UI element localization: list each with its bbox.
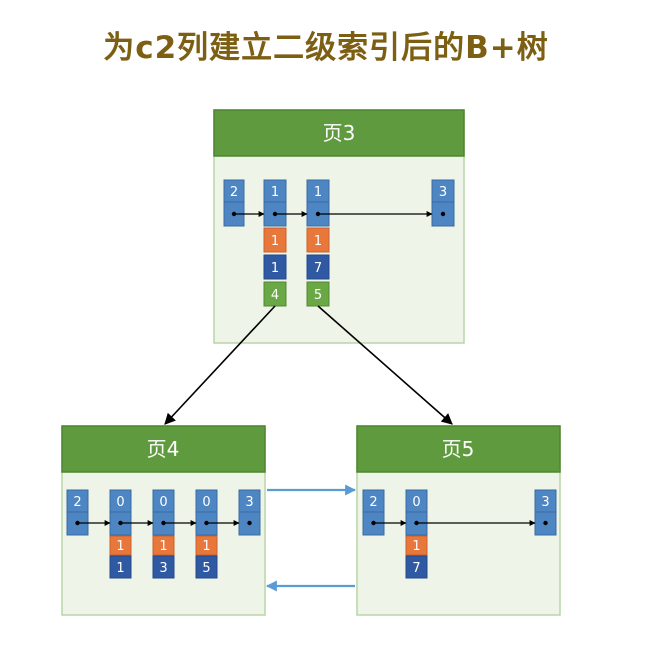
svg-text:3: 3 [439,185,447,200]
svg-text:1: 1 [271,185,279,200]
svg-text:1: 1 [271,261,279,276]
p4-record-2-c2: 0 [109,489,132,513]
svg-text:0: 0 [159,495,167,510]
p5-record-3: 3 [534,489,557,536]
p3-record-2-c2: 1 [263,179,287,203]
p3-record-3-c3: 7 [306,254,330,280]
arrow-page3-to-page4 [164,305,276,425]
p4-record-4: 0 1 5 [195,489,218,579]
svg-text:0: 0 [116,495,124,510]
svg-text:2: 2 [230,185,238,200]
p4-record-1: 2 [66,489,89,536]
page-5-label: 页5 [442,437,475,461]
svg-text:3: 3 [245,495,253,510]
p3-record-3-c1: 1 [306,227,330,253]
svg-text:7: 7 [412,561,420,576]
p5-record-links [371,520,548,526]
p5-record-1: 2 [362,489,385,536]
p5-record-1-c2: 2 [362,489,385,513]
svg-text:1: 1 [271,234,279,249]
p4-record-3: 0 1 3 [152,489,175,579]
svg-text:7: 7 [314,261,322,276]
svg-text:1: 1 [412,539,420,554]
svg-text:1: 1 [116,539,124,554]
svg-text:1: 1 [116,561,124,576]
p3-record-1-c2: 2 [223,179,245,203]
p3-record-3: 1 1 7 5 [306,179,330,307]
p4-record-3-c1: 1 [152,535,175,556]
svg-text:1: 1 [314,185,322,200]
page-3-header [213,109,465,157]
svg-text:2: 2 [73,495,81,510]
p5-record-3-c2: 3 [534,489,557,513]
svg-text:3: 3 [541,495,549,510]
p4-record-3-c3: 3 [152,555,175,579]
p3-record-3-c2: 1 [306,179,330,203]
p3-record-3-page: 5 [306,281,330,307]
p3-record-2-page: 4 [263,281,287,307]
p4-record-5-c2: 3 [238,489,261,513]
page-4-label: 页4 [147,437,180,461]
page-4-header [61,425,266,473]
svg-text:4: 4 [271,288,279,303]
p4-record-4-c1: 1 [195,535,218,556]
p3-record-4: 3 [431,179,455,227]
p5-record-2-c2: 0 [405,489,428,513]
arrow-page3-to-page5 [317,305,453,425]
svg-text:5: 5 [314,288,322,303]
p3-record-2: 1 1 1 4 [263,179,287,307]
svg-text:1: 1 [202,539,210,554]
p4-record-links [75,520,252,526]
p4-record-2-c1: 1 [109,535,132,556]
diagram-title: 为c2列建立二级索引后的B+树 [103,30,549,66]
svg-text:1: 1 [314,234,322,249]
p4-record-3-c2: 0 [152,489,175,513]
page-5: 页5 2 0 1 7 3 [356,425,561,616]
svg-text:0: 0 [202,495,210,510]
svg-text:0: 0 [412,495,420,510]
svg-text:5: 5 [202,561,210,576]
page-3-label: 页3 [323,121,356,145]
p4-record-2-c3: 1 [109,555,132,579]
p5-record-2: 0 1 7 [405,489,428,579]
svg-text:3: 3 [159,561,167,576]
p3-record-2-c1: 1 [263,227,287,253]
p3-record-2-c3: 1 [263,254,287,280]
p4-record-4-c3: 5 [195,555,218,579]
p3-record-links [231,211,446,217]
svg-text:2: 2 [369,495,377,510]
p4-record-2: 0 1 1 [109,489,132,579]
p3-record-4-c2: 3 [431,179,455,203]
p4-record-4-c2: 0 [195,489,218,513]
p4-record-5: 3 [238,489,261,536]
svg-text:1: 1 [159,539,167,554]
p5-record-2-c1: 1 [405,535,428,556]
page-5-header [356,425,561,473]
p5-record-2-c3: 7 [405,555,428,579]
p3-record-1: 2 [223,179,245,227]
page-3: 页3 2 1 1 1 4 1 1 7 5 3 [213,109,465,344]
p4-record-1-c2: 2 [66,489,89,513]
page-4: 页4 2 0 1 1 0 1 3 0 1 5 3 [61,425,266,616]
